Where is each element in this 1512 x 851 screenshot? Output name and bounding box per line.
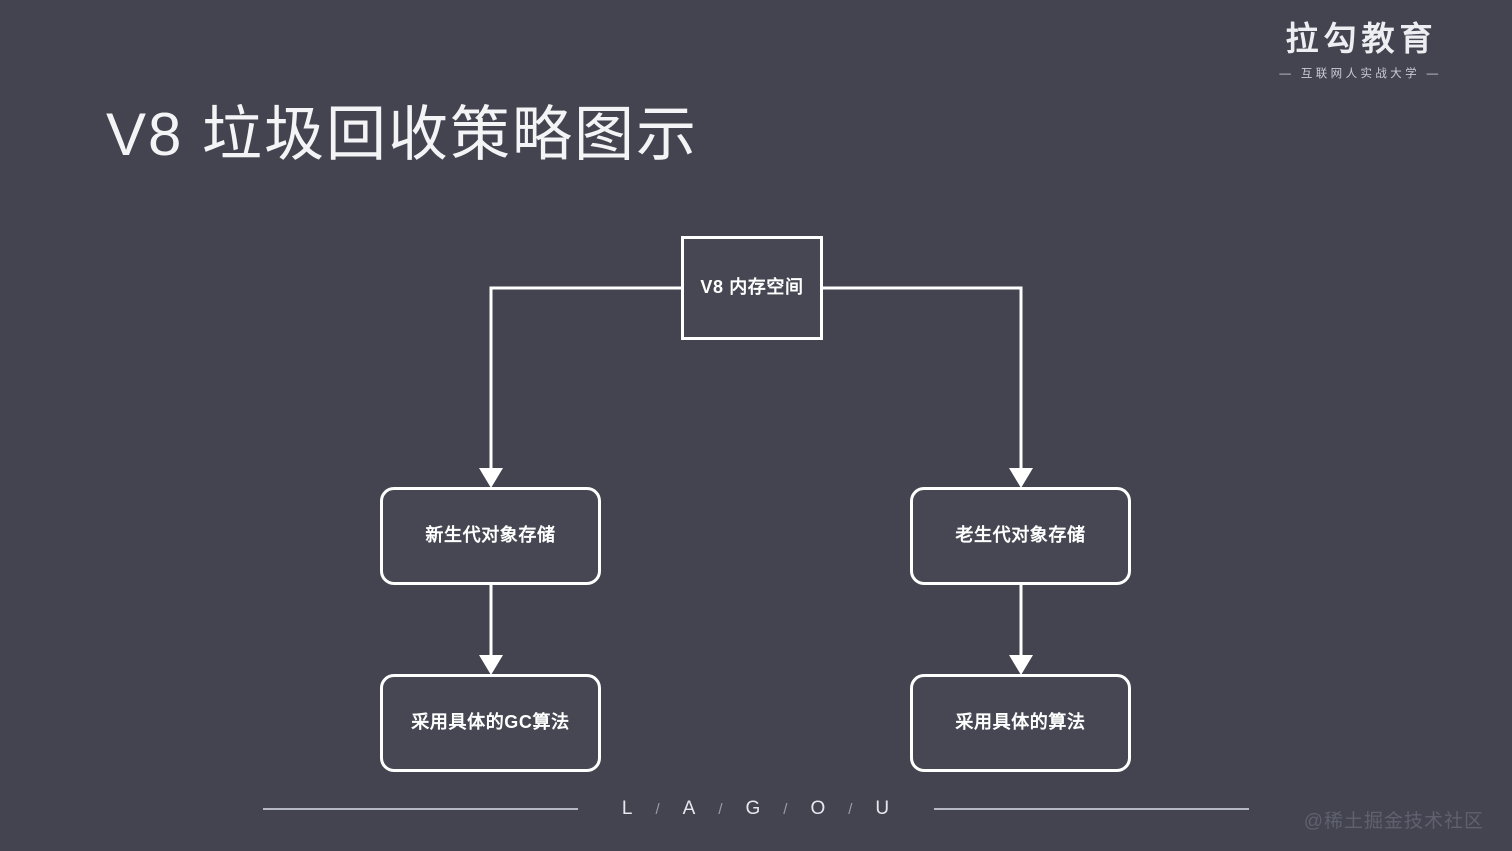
watermark: @稀土掘金技术社区 (1303, 811, 1484, 832)
brand-name: 拉勾教育 (1285, 20, 1438, 57)
arrowhead-young-to-young-gc (479, 655, 503, 675)
node-label: 采用具体的算法 (955, 712, 1086, 733)
footer-separator: / (848, 800, 854, 818)
arrowhead-old-to-old-gc (1009, 655, 1033, 675)
footer-letter-o: O (810, 798, 827, 819)
node-label: 新生代对象存储 (425, 525, 556, 546)
footer-rule-left (262, 808, 578, 810)
edge-root-to-young (489, 286, 683, 472)
footer-letter-l: L (621, 798, 634, 819)
footer-letter-a: A (682, 798, 697, 819)
arrowhead-root-to-young (479, 468, 503, 488)
footer-letter-u: U (875, 798, 891, 819)
node-label: 采用具体的GC算法 (411, 712, 570, 733)
footer-separator: / (783, 800, 789, 818)
footer-letters: L / A / G / O / U (578, 798, 934, 820)
page-title: V8 垃圾回收策略图示 (106, 101, 699, 169)
footer-brand: L / A / G / O / U (0, 798, 1512, 820)
node-v8-memory-space[interactable]: V8 内存空间 (681, 236, 823, 340)
footer-separator: / (655, 800, 661, 818)
footer-rule-right (934, 808, 1250, 810)
node-old-generation-storage[interactable]: 老生代对象存储 (910, 487, 1131, 585)
footer-letter-g: G (745, 798, 762, 819)
node-young-gc-algorithm[interactable]: 采用具体的GC算法 (380, 674, 601, 772)
edge-root-to-old (821, 286, 1023, 472)
node-old-gc-algorithm[interactable]: 采用具体的算法 (910, 674, 1131, 772)
arrowhead-root-to-old (1009, 468, 1033, 488)
brand-tagline: — 互联网人实战大学 — (1279, 67, 1442, 80)
brand-logo: 拉勾教育 — 互联网人实战大学 — (1254, 20, 1464, 81)
footer-separator: / (718, 800, 724, 818)
node-label: V8 内存空间 (700, 277, 804, 298)
node-young-generation-storage[interactable]: 新生代对象存储 (380, 487, 601, 585)
node-label: 老生代对象存储 (955, 525, 1086, 546)
